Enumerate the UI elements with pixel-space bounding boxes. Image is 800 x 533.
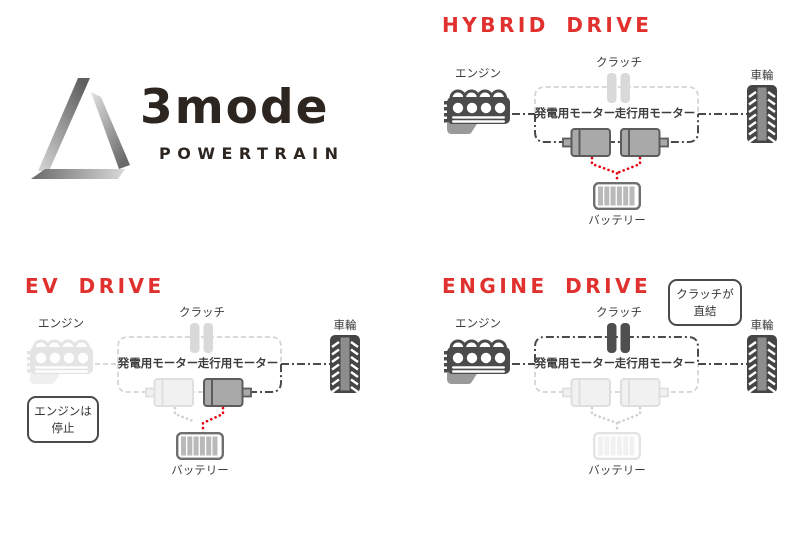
clutch-label: クラッチ (596, 305, 642, 319)
generator-motor-label: 発電用モーター (117, 356, 199, 370)
generator-motor-icon (145, 378, 194, 407)
battery-flow-lines (590, 406, 642, 434)
drive-motor-icon (203, 378, 252, 407)
generator-motor-label: 発電用モーター (534, 356, 616, 370)
battery-label: バッテリー (171, 463, 229, 477)
powertrain-lines (512, 86, 747, 143)
drive-motor-label: 走行用モーター (614, 106, 696, 120)
generator-motor-icon (562, 128, 611, 157)
drive-motor-icon (620, 128, 669, 157)
wheel-icon (330, 335, 360, 393)
battery-icon (593, 432, 641, 460)
battery-label: バッテリー (588, 463, 646, 477)
engine-icon (444, 339, 512, 385)
engine-drive-title: ENGINE DRIVE (442, 274, 652, 298)
wheel-icon (747, 335, 777, 393)
clutch-icon (607, 73, 630, 103)
note-line-1: エンジンは (34, 404, 92, 418)
clutch-label: クラッチ (179, 305, 225, 319)
hybrid-drive-title: HYBRID DRIVE (442, 13, 653, 37)
note-line-2: 停止 (51, 420, 75, 435)
drive-motor-icon (620, 378, 669, 407)
drive-motor-label: 走行用モーター (614, 356, 696, 370)
engine-stopped-note: エンジンは 停止 (27, 396, 99, 444)
three-mode-logo: 3mode POWERTRAIN (28, 64, 358, 184)
brand-subtitle: POWERTRAIN (159, 144, 345, 163)
wheel-label: 車輪 (750, 68, 774, 82)
ev-drive-title: EV DRIVE (25, 274, 165, 298)
engine-label: エンジン (38, 316, 84, 330)
battery-flow-lines (173, 406, 225, 434)
note-line-1: クラッチが (676, 287, 734, 301)
battery-flow-lines (590, 156, 642, 184)
engine-drive-diagram: ENGINE DRIVE エンジン クラッチ 発電用モーター 走行用モーター バ… (430, 250, 800, 500)
brand-name: 3mode (140, 80, 330, 135)
drive-motor-label: 走行用モーター (197, 356, 279, 370)
battery-icon (176, 432, 224, 460)
wheel-label: 車輪 (750, 318, 774, 332)
clutch-icon (190, 323, 213, 353)
engine-label: エンジン (455, 66, 501, 80)
clutch-label: クラッチ (596, 55, 642, 69)
ev-drive-diagram: EV DRIVE エンジン クラッチ 発電用モーター 走行用モーター バッ (13, 250, 383, 500)
engine-icon (444, 89, 512, 135)
wheel-label: 車輪 (333, 318, 357, 332)
hybrid-drive-diagram: HYBRID DRIVE エンジン クラッチ 発電用モーター 走行用モーター バ… (430, 0, 800, 250)
battery-label: バッテリー (588, 213, 646, 227)
triangle-logo-icon (31, 78, 130, 179)
note-line-2: 直結 (693, 303, 717, 318)
generator-motor-icon (562, 378, 611, 407)
wheel-icon (747, 85, 777, 143)
powertrain-lines (95, 336, 330, 393)
clutch-engaged-note: クラッチが 直結 (668, 279, 742, 327)
engine-label: エンジン (455, 316, 501, 330)
generator-motor-label: 発電用モーター (534, 106, 616, 120)
engine-icon (27, 339, 95, 385)
clutch-icon (607, 323, 630, 353)
battery-icon (593, 182, 641, 210)
